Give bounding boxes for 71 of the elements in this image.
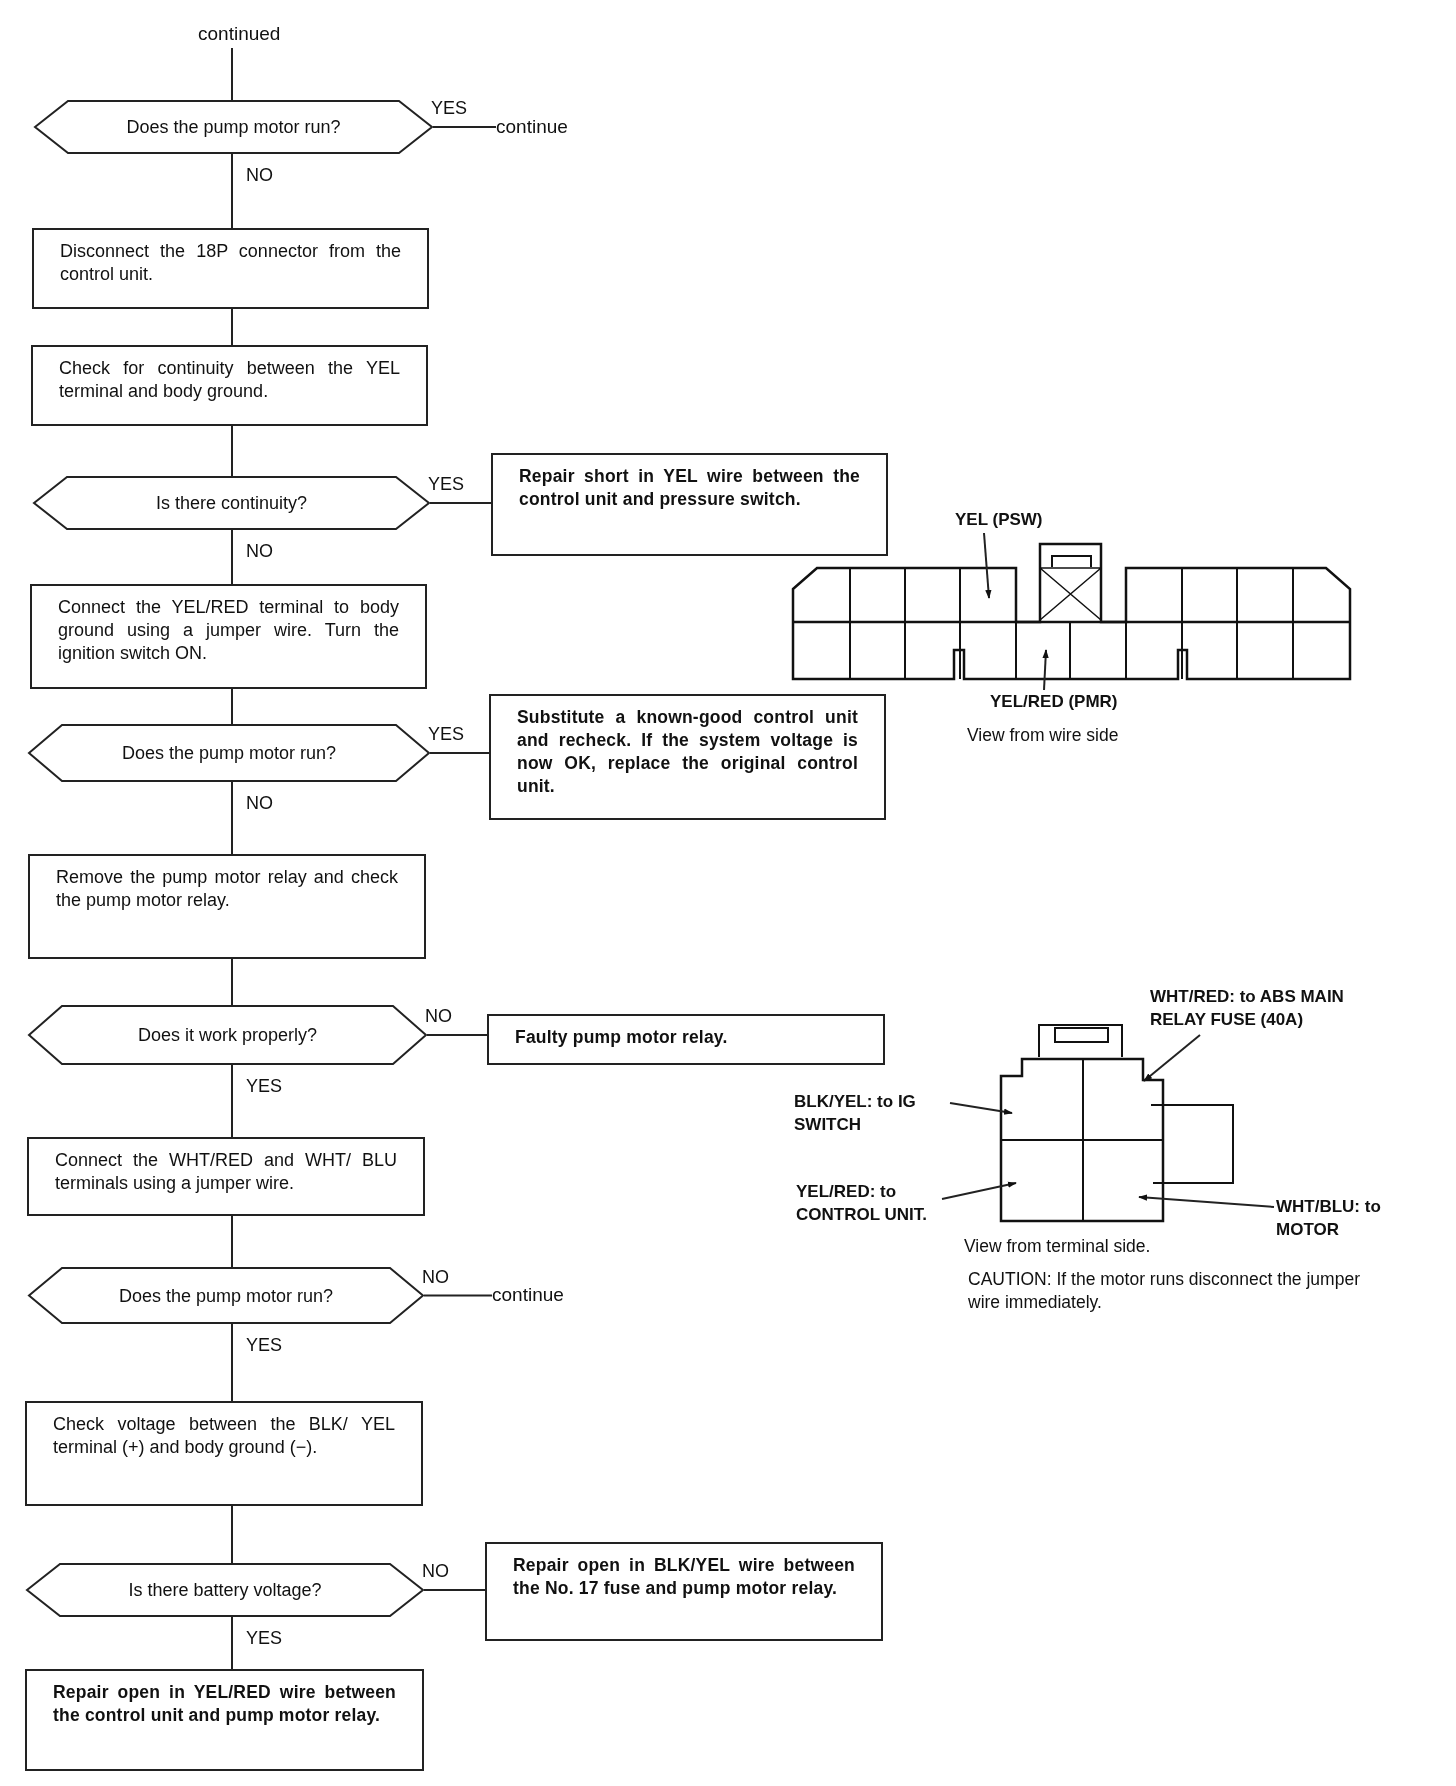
decision-hexagon <box>34 100 433 154</box>
flow-line <box>432 126 497 128</box>
flow-line <box>231 47 233 101</box>
view-caption: View from wire side <box>967 724 1120 747</box>
flow-line <box>423 1294 493 1297</box>
step-text: Check voltage between the BLK/ YEL terminal (+) and body ground (−). <box>53 1413 395 1459</box>
flow-line <box>429 502 492 504</box>
question-text: Does the pump motor run? <box>117 1284 335 1307</box>
process-box <box>491 453 888 556</box>
leader-line <box>983 532 992 599</box>
decision-hexagon <box>33 476 430 530</box>
step-text: Substitute a known-good control unit and recheck. If the system voltage is now OK, replace the original control unit. <box>517 706 858 798</box>
process-box <box>485 1542 883 1641</box>
process-box <box>28 854 426 959</box>
view-caption: View from terminal side. <box>964 1235 1152 1258</box>
question-text: Is there continuity? <box>154 492 309 514</box>
decision-hexagon <box>28 1267 424 1324</box>
step-text: Faulty pump motor relay. <box>515 1026 729 1049</box>
flow-line <box>231 308 233 346</box>
leader-line <box>941 1181 1017 1200</box>
process-box <box>27 1137 425 1216</box>
wire-label: WHT/RED: to ABS MAIN RELAY FUSE (40A) <box>1150 985 1400 1033</box>
process-box <box>30 584 427 689</box>
wire-label: YEL/RED: to CONTROL UNIT. <box>796 1180 941 1252</box>
flow-line <box>231 1323 233 1402</box>
flow-text: continue <box>496 113 596 141</box>
leader-line <box>1042 649 1049 691</box>
question-text: Does the pump motor run? <box>125 116 342 138</box>
process-box <box>31 345 428 426</box>
decision-hexagon <box>28 724 430 782</box>
leader-line <box>1138 1194 1275 1208</box>
question-text: Is there battery voltage? <box>127 1579 323 1601</box>
step-text: Disconnect the 18P connector from the control unit. <box>60 240 401 286</box>
process-box <box>25 1401 423 1506</box>
wire-label: BLK/YEL: to IG SWITCH <box>794 1090 949 1138</box>
step-text: Repair short in YEL wire between the control unit and pressure switch. <box>519 465 860 511</box>
flow-line <box>231 1064 233 1138</box>
decision-hexagon <box>26 1563 424 1617</box>
flow-line <box>231 688 233 725</box>
flow-line <box>231 153 233 229</box>
caution-note: CAUTION: If the motor runs disconnect the jumper wire immediately. <box>968 1268 1361 1314</box>
wire-label: YEL/RED (PMR) <box>990 690 1175 714</box>
question-text: Does it work properly? <box>136 1024 319 1046</box>
flow-line <box>231 781 233 855</box>
leader-line <box>949 1102 1013 1115</box>
flow-line <box>231 958 233 1006</box>
process-box <box>489 694 886 820</box>
flow-line <box>231 1215 233 1268</box>
question-text: Does the pump motor run? <box>120 742 338 764</box>
wire-label: WHT/BLU: to MOTOR <box>1276 1195 1406 1243</box>
step-text: Check for continuity between the YEL terminal and body ground. <box>59 357 400 403</box>
flow-line <box>231 425 233 477</box>
process-box <box>25 1669 424 1771</box>
flow-line <box>429 752 490 754</box>
step-text: Remove the pump motor relay and check the pump motor relay. <box>56 866 398 912</box>
step-text: Connect the YEL/RED terminal to body ground using a jumper wire. Turn the ignition switch ON. <box>58 596 399 665</box>
step-text: Connect the WHT/RED and WHT/ BLU terminals using a jumper wire. <box>55 1149 397 1195</box>
flow-line <box>426 1034 488 1036</box>
decision-hexagon <box>28 1005 427 1065</box>
leader-line <box>1143 1034 1201 1082</box>
flow-line <box>231 1505 233 1564</box>
flow-line <box>423 1589 486 1591</box>
flow-line <box>231 529 233 585</box>
process-box <box>32 228 429 309</box>
wire-label: YEL (PSW) <box>955 508 1080 532</box>
flow-text: continue <box>492 1281 592 1309</box>
step-text: Repair open in BLK/YEL wire between the No. 17 fuse and pump motor relay. <box>513 1554 855 1600</box>
process-box <box>487 1014 885 1065</box>
flow-text: continued <box>198 20 298 48</box>
step-text: Repair open in YEL/RED wire between the control unit and pump motor relay. <box>53 1681 396 1727</box>
flow-line <box>231 1616 233 1670</box>
